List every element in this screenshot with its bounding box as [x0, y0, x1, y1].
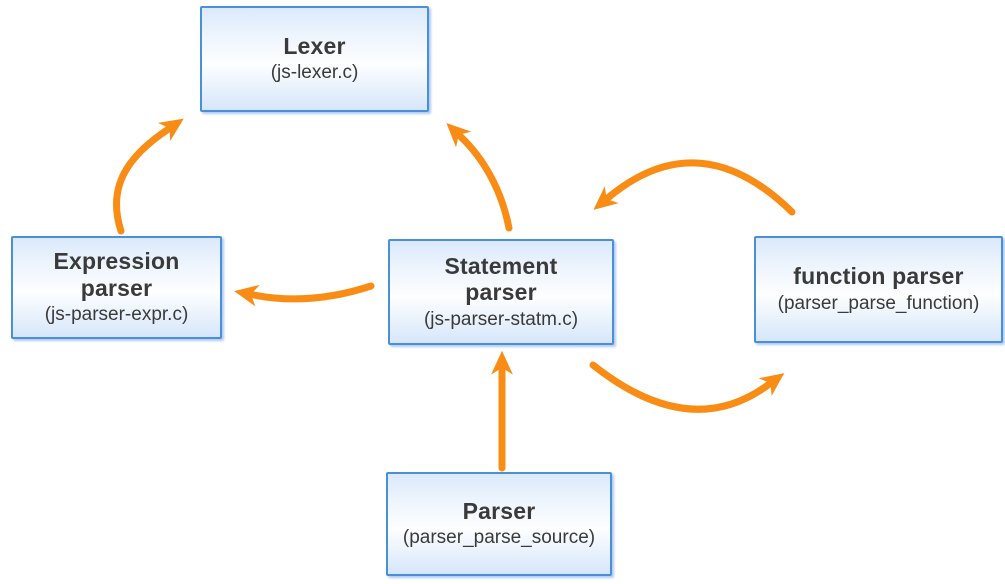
node-parser-title: Parser [462, 497, 536, 524]
arrow-statement-parser-to-function-parser [589, 361, 785, 413]
node-function-parser-subtitle: (parser_parse_function) [777, 292, 980, 314]
node-expression-parser-subtitle: (js-parser-expr.c) [44, 304, 189, 326]
arrow-statement-parser-to-expression-parser [234, 282, 375, 307]
node-expression-parser-title: Expression parser [53, 248, 180, 301]
arrow-expression-parser-to-lexer [113, 118, 184, 235]
node-statement-parser: Statement parser (js-parser-statm.c) [388, 239, 614, 345]
node-statement-parser-title: Statement parser [444, 252, 558, 306]
node-lexer: Lexer (js-lexer.c) [200, 6, 429, 112]
node-parser-subtitle: (parser_parse_source) [402, 527, 596, 549]
node-function-parser-title: function parser [793, 263, 964, 290]
node-expression-parser: Expression parser (js-parser-expr.c) [11, 236, 222, 339]
node-lexer-title: Lexer [283, 32, 346, 59]
arrow-statement-parser-to-lexer [446, 122, 513, 232]
node-function-parser: function parser (parser_parse_function) [754, 236, 1003, 343]
node-lexer-subtitle: (js-lexer.c) [270, 62, 359, 84]
node-statement-parser-subtitle: (js-parser-statm.c) [423, 308, 579, 330]
arrow-function-parser-to-statement-parser [593, 159, 796, 216]
node-parser: Parser (parser_parse_source) [386, 472, 612, 576]
